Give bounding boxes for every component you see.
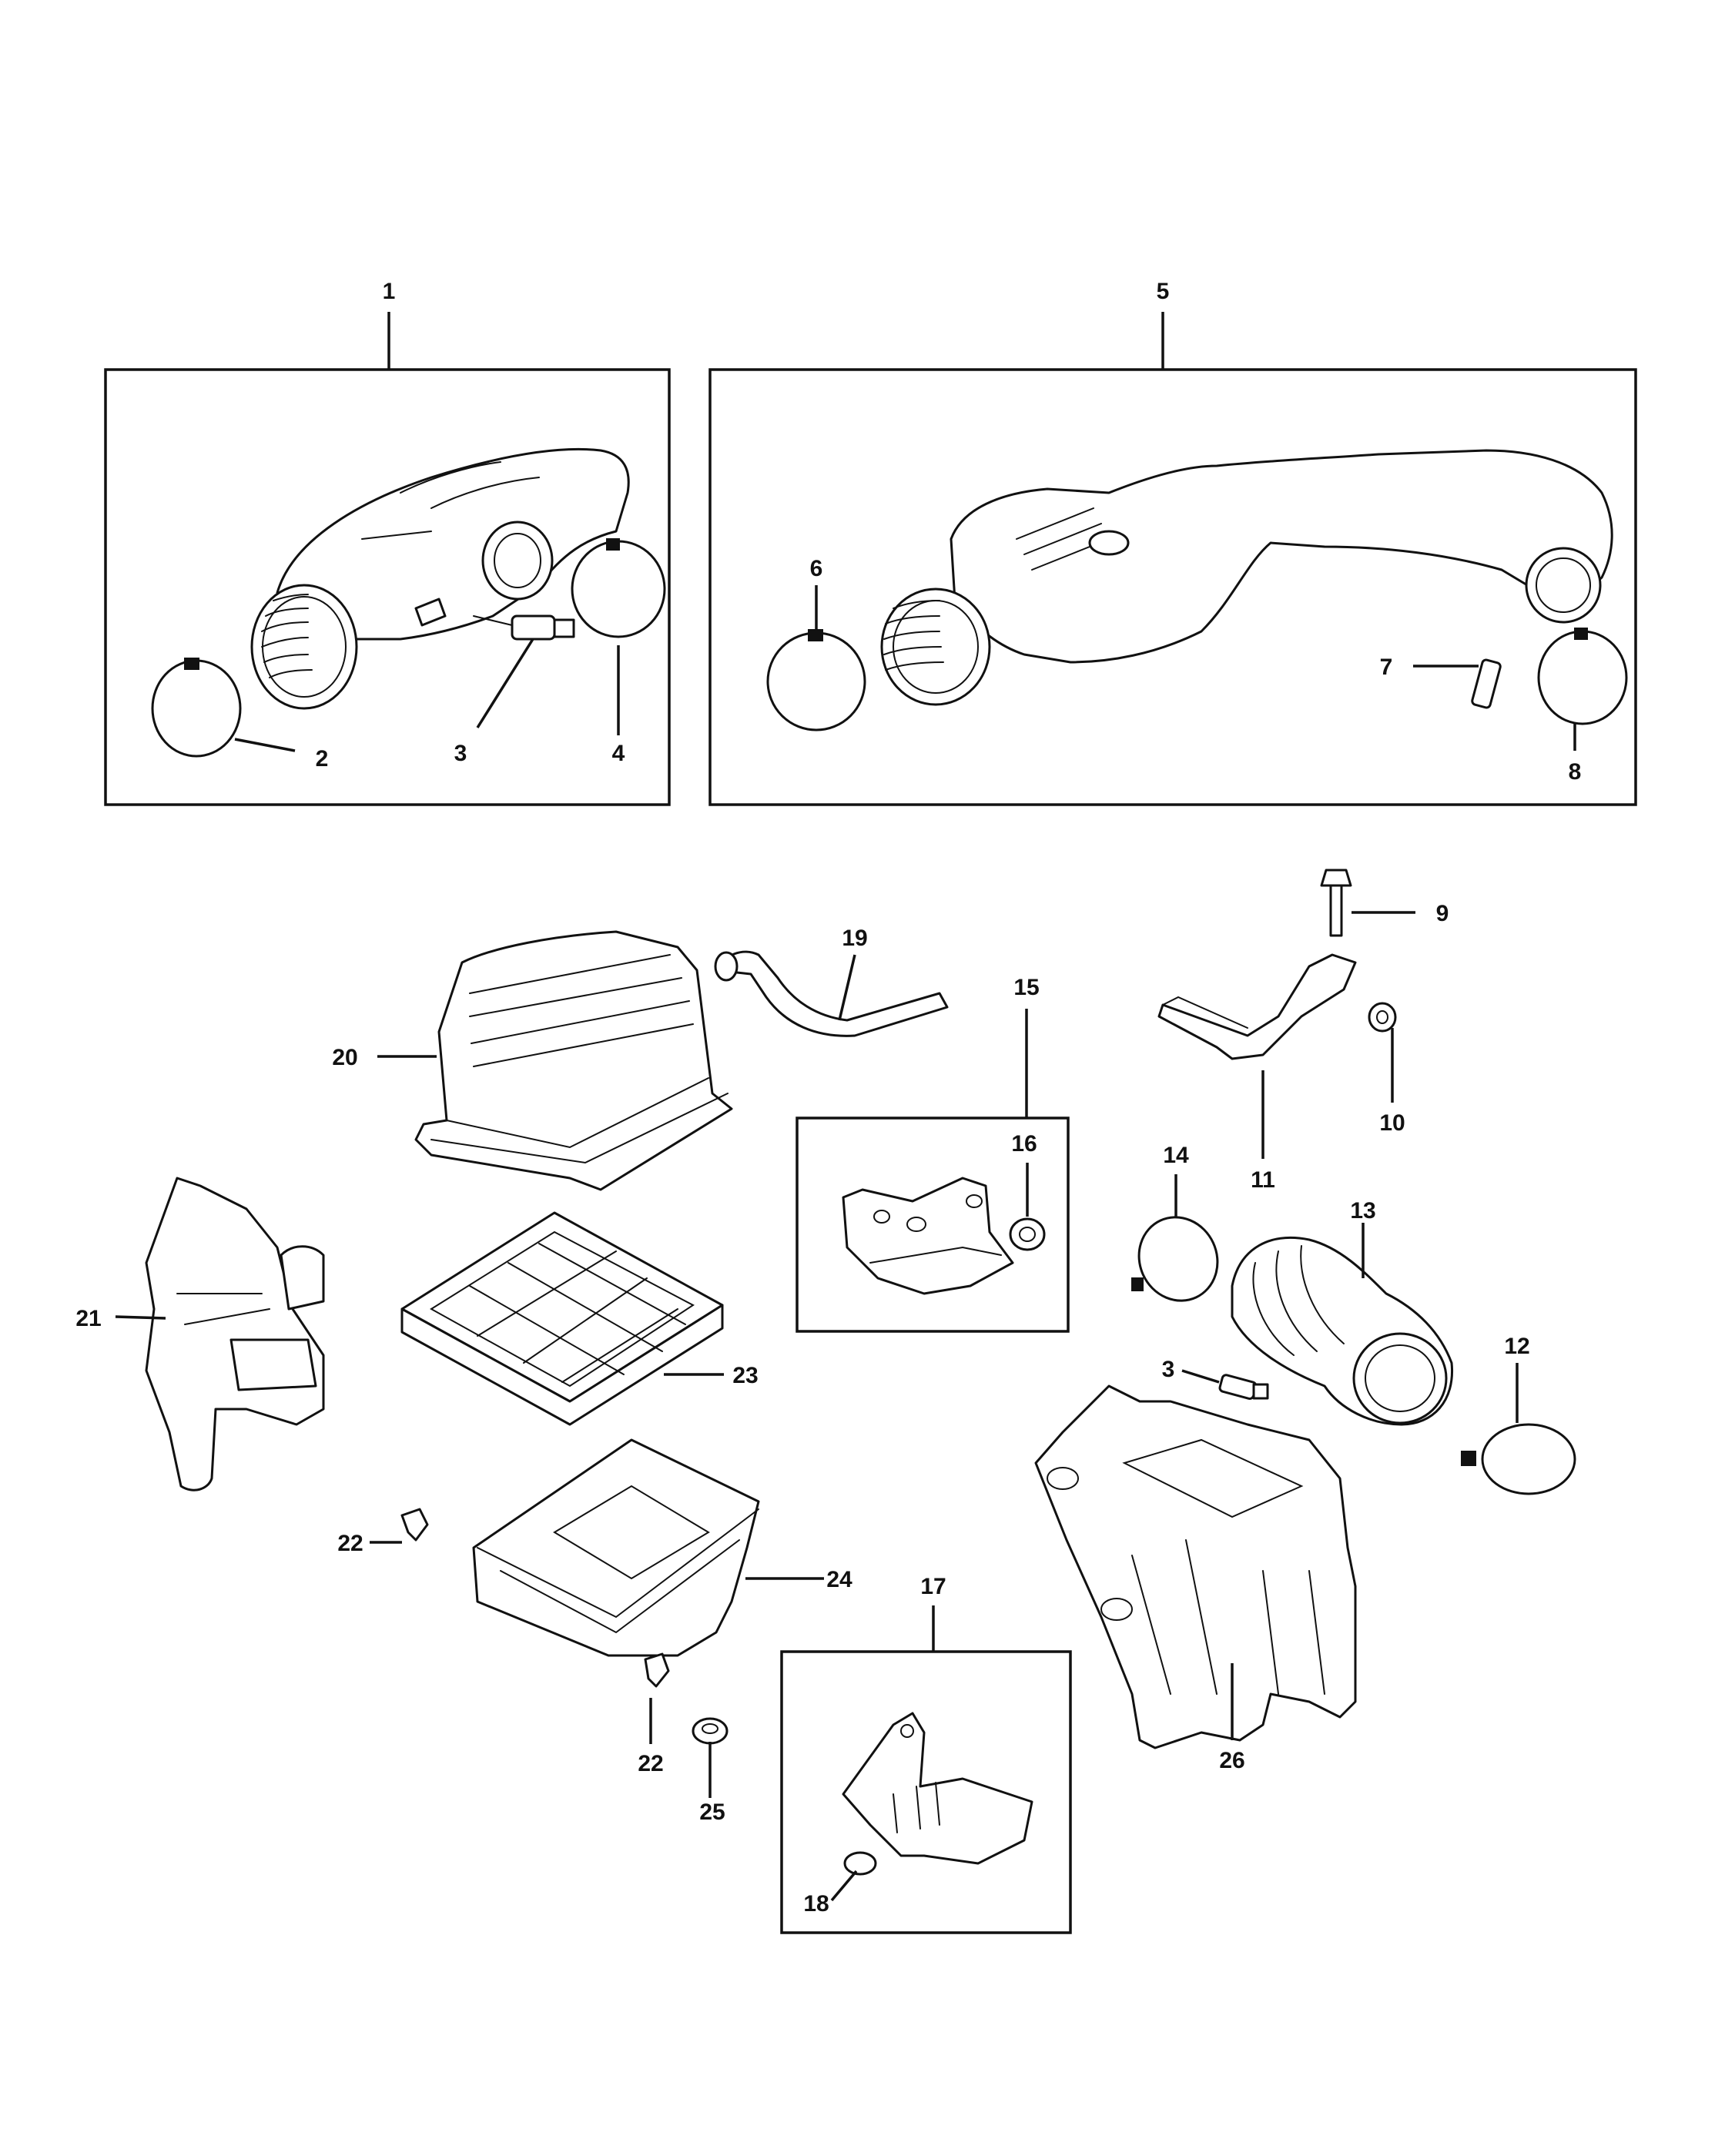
callout-13: 13 bbox=[1350, 1198, 1375, 1224]
shield-26-part bbox=[1034, 1384, 1357, 1749]
callout-15: 15 bbox=[1013, 975, 1039, 1000]
callout-12: 12 bbox=[1504, 1334, 1529, 1359]
callout-9: 9 bbox=[1436, 901, 1449, 926]
callout-6: 6 bbox=[810, 556, 823, 581]
air-duct-5-part bbox=[880, 449, 1613, 706]
grommet-25-part bbox=[692, 1717, 729, 1745]
callout-16: 16 bbox=[1011, 1131, 1037, 1157]
callout-3a: 3 bbox=[454, 741, 467, 766]
air-cleaner-cover-20-part bbox=[414, 930, 733, 1191]
callout-11: 11 bbox=[1251, 1167, 1275, 1193]
callout-25: 25 bbox=[699, 1799, 725, 1825]
callout-10: 10 bbox=[1379, 1110, 1405, 1136]
air-cleaner-housing-24-part bbox=[472, 1438, 760, 1657]
bracket-17-part bbox=[842, 1712, 1033, 1865]
group-box-1 bbox=[104, 368, 671, 806]
bracket-15-part bbox=[842, 1177, 1014, 1295]
callout-22a: 22 bbox=[337, 1531, 363, 1556]
bolt-9-part bbox=[1320, 869, 1352, 937]
bracket-11-part bbox=[1157, 953, 1357, 1060]
callout-8: 8 bbox=[1569, 759, 1582, 785]
callout-20: 20 bbox=[332, 1045, 357, 1070]
sensor-3-part bbox=[473, 614, 575, 641]
leader-line-3a bbox=[476, 638, 534, 728]
callout-19: 19 bbox=[842, 926, 867, 951]
hose-clamp-4-part bbox=[571, 538, 666, 638]
hose-clamp-8-part bbox=[1537, 628, 1628, 725]
hose-clamp-14-part bbox=[1131, 1216, 1219, 1302]
leader-line-18 bbox=[830, 1870, 858, 1902]
callout-24: 24 bbox=[826, 1567, 852, 1592]
clip-22a-part bbox=[400, 1508, 429, 1542]
intake-duct-21-part bbox=[145, 1177, 325, 1491]
callout-2: 2 bbox=[316, 746, 329, 772]
callout-1: 1 bbox=[383, 279, 396, 304]
grommet-16-part bbox=[1009, 1217, 1046, 1251]
group-box-17 bbox=[780, 1650, 1072, 1934]
callout-5: 5 bbox=[1157, 279, 1170, 304]
hose-clamp-2-part bbox=[151, 658, 242, 758]
clip-22b-part bbox=[644, 1652, 670, 1688]
callout-7: 7 bbox=[1380, 654, 1393, 680]
callout-23: 23 bbox=[732, 1363, 758, 1388]
nut-10-part bbox=[1368, 1002, 1397, 1033]
callout-4: 4 bbox=[612, 741, 625, 766]
intake-hose-13-part bbox=[1231, 1237, 1454, 1426]
air-inlet-duct-part bbox=[250, 447, 630, 710]
leader-line-2 bbox=[234, 738, 296, 752]
group-box-15 bbox=[796, 1116, 1070, 1333]
air-filter-23-part bbox=[400, 1211, 724, 1426]
clip-18-part bbox=[843, 1851, 877, 1876]
sensor-3b-part bbox=[1218, 1374, 1269, 1400]
callout-18: 18 bbox=[803, 1891, 829, 1917]
callout-22b: 22 bbox=[638, 1751, 663, 1776]
callout-14: 14 bbox=[1163, 1143, 1189, 1168]
hose-clamp-6-part bbox=[766, 629, 866, 732]
vent-tube-19-part bbox=[714, 950, 949, 1037]
leader-line-3b bbox=[1181, 1369, 1220, 1384]
sensor-7-part bbox=[1471, 658, 1502, 709]
group-box-5 bbox=[708, 368, 1637, 806]
leader-line-21 bbox=[115, 1315, 166, 1320]
callout-26: 26 bbox=[1219, 1748, 1244, 1773]
callout-17: 17 bbox=[920, 1574, 946, 1599]
callout-21: 21 bbox=[75, 1306, 101, 1331]
hose-clamp-12-part bbox=[1461, 1423, 1576, 1495]
callout-3b: 3 bbox=[1162, 1357, 1175, 1382]
leader-line-19 bbox=[838, 954, 856, 1021]
